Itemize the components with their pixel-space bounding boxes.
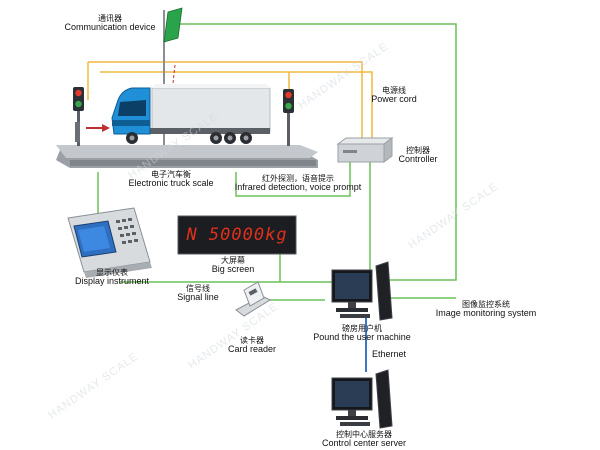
label-infrared: 红外探测，语音提示 Infrared detection, voice prom… <box>234 174 362 192</box>
label-controller: 控制器 Controller <box>398 146 438 164</box>
infrared-sensor-left <box>75 122 110 142</box>
label-power-cord: 电源线 Power cord <box>371 86 417 104</box>
label-signal-line: 信号线 Signal line <box>177 284 219 302</box>
card-reader <box>235 281 272 317</box>
controller-box <box>336 137 394 163</box>
bigscreen-readout: N 50000kg <box>186 225 288 245</box>
power-cord-inner <box>100 71 373 138</box>
controller-to-scale <box>235 162 351 197</box>
label-truck-scale: 电子汽车衡 Electronic truck scale <box>128 170 214 188</box>
truck <box>111 84 271 144</box>
bigscreen-frame <box>177 215 297 255</box>
label-big-screen: 大屏幕 Big screen <box>211 256 255 274</box>
traffic-light-right <box>283 89 294 146</box>
power-cord-main <box>88 61 363 138</box>
control-center-server <box>331 369 393 429</box>
label-pound-machine: 磅房用户机 Pound the user machine <box>313 324 411 342</box>
display-instrument <box>67 207 152 278</box>
label-display-instrument: 显示仪表 Display instrument <box>74 268 150 286</box>
comm-to-monitoring <box>172 23 457 281</box>
label-communication: 通讯器 Communication device <box>64 14 156 32</box>
power-cords <box>87 61 373 138</box>
pound-user-machine <box>331 261 393 321</box>
signal-lines <box>97 23 457 301</box>
label-monitoring: 图像监控系统 Image monitoring system <box>435 300 537 318</box>
scale-platform <box>56 145 318 168</box>
label-card-reader: 读卡器 Card reader <box>227 336 277 354</box>
label-control-server: 控制中心服务器 Control center server <box>321 430 407 448</box>
label-ethernet: Ethernet <box>371 349 407 359</box>
